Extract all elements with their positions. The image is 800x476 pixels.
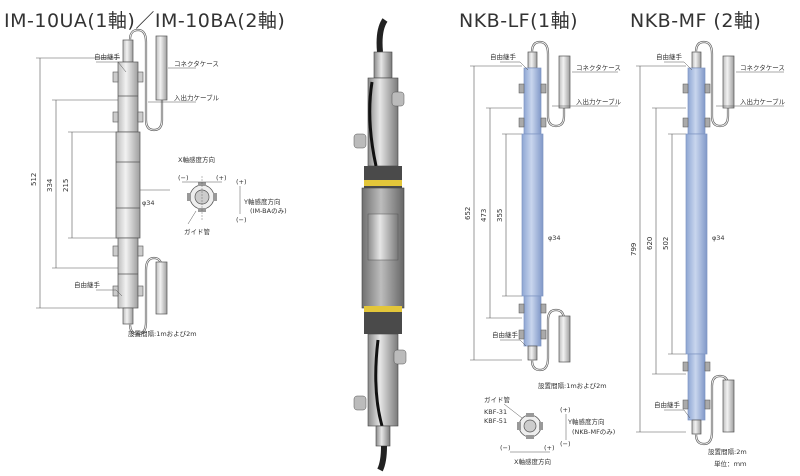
nkb-mf-drawing: 799 620 502 自由継手 コネクタケース 入出 — [630, 40, 786, 468]
im-dim-215: 215 — [62, 179, 70, 192]
mf-io-cable: 入出力ケーブル — [740, 97, 786, 106]
lf-kbf51: KBF-51 — [484, 417, 507, 425]
title-nkb-lf: NKB-LF(1軸) — [459, 10, 578, 32]
im-y-plus: (+) — [236, 178, 247, 186]
lf-free-joint-top: 自由継手 — [490, 52, 517, 61]
lf-y-plus: (+) — [560, 406, 571, 414]
im-y-direction: Y軸感度方向 — [243, 197, 280, 206]
im-x-plus: (+) — [216, 174, 227, 182]
lf-y-direction: Y軸感度方向 — [567, 417, 604, 426]
lf-cross-section — [503, 403, 567, 453]
lf-phi: φ34 — [548, 234, 561, 242]
mf-free-joint-top: 自由継手 — [656, 52, 683, 61]
lf-dim-473: 473 — [480, 209, 488, 222]
im-free-joint-bottom: 自由継手 — [74, 280, 101, 289]
mf-dim-799: 799 — [630, 243, 638, 256]
im-free-joint-top: 自由継手 — [94, 52, 121, 61]
mf-dim-502: 502 — [662, 237, 670, 250]
lf-free-joint-bottom: 自由継手 — [492, 330, 519, 339]
lf-kbf31: KBF-31 — [484, 408, 507, 416]
im-y-minus: (−) — [236, 216, 247, 224]
lf-guide-pipe: ガイド管 — [484, 395, 511, 404]
im-cross-section — [182, 176, 241, 225]
lf-x-direction: X軸感度方向 — [514, 457, 551, 466]
sensor-photo — [353, 18, 407, 472]
im-drawing: 512 334 215 — [30, 28, 287, 338]
lf-io-cable: 入出力ケーブル — [576, 97, 622, 106]
mf-phi: φ34 — [712, 234, 725, 242]
im-io-cable: 入出力ケーブル — [174, 93, 220, 102]
im-dim-512: 512 — [30, 173, 38, 186]
mf-connector-case: コネクタケース — [740, 63, 785, 72]
mf-spacing: 設置間隔:2m — [708, 447, 747, 456]
im-guide-pipe: ガイド管 — [184, 227, 211, 236]
mf-free-joint-bottom: 自由継手 — [654, 400, 681, 409]
lf-x-minus: (−) — [500, 444, 511, 452]
lf-y-note: (NKB-MFのみ) — [572, 428, 615, 436]
im-dim-334: 334 — [46, 178, 54, 192]
nkb-lf-drawing: 652 473 355 自由継手 コネクタケース 入出 — [464, 40, 622, 466]
title-im: IM-10UA(1軸)／IM-10BA(2軸) — [4, 10, 286, 32]
lf-spacing: 設置間隔:1mおよび2m — [538, 381, 607, 390]
im-y-note: (IM-BAのみ) — [250, 207, 287, 215]
lf-y-minus: (−) — [560, 440, 571, 448]
title-nkb-mf: NKB-MF (2軸) — [630, 10, 762, 32]
lf-connector-case: コネクタケース — [576, 63, 621, 72]
im-connector-case: コネクタケース — [174, 59, 219, 68]
im-x-direction: X軸感度方向 — [178, 155, 215, 164]
mf-unit: 単位：ｍｍ — [714, 459, 747, 468]
lf-dim-355: 355 — [496, 209, 504, 222]
mf-dim-620: 620 — [646, 237, 654, 250]
lf-x-plus: (+) — [544, 444, 555, 452]
im-phi: φ34 — [142, 199, 155, 207]
im-x-minus: (−) — [178, 174, 189, 182]
im-spacing: 設置間隔:1mおよび2m — [128, 329, 197, 338]
lf-dim-652: 652 — [464, 207, 472, 220]
